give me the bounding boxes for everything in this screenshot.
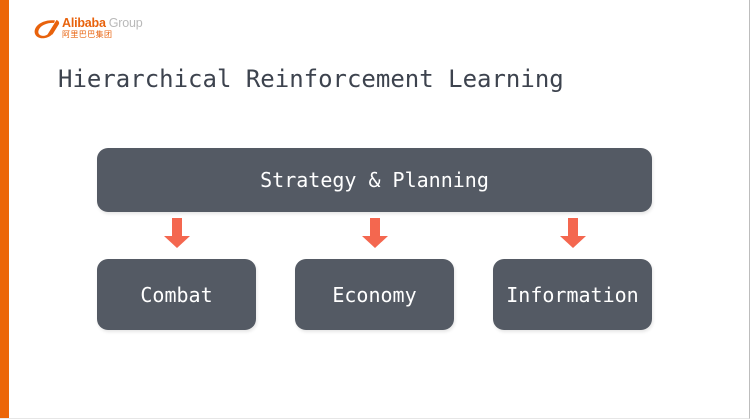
arrow-down-economy-icon [362,218,388,248]
node-strategy-planning: Strategy & Planning [97,148,652,212]
arrow-down-combat-icon [164,218,190,248]
logo-brand-text: Alibaba [62,16,106,30]
arrow-down-information-icon [560,218,586,248]
node-combat-label: Combat [140,282,213,307]
node-economy-label: Economy [332,282,417,307]
node-information-label: Information [506,282,639,307]
accent-bar-left [0,0,9,418]
node-combat: Combat [97,259,256,330]
logo-subtitle-text: 阿里巴巴集团 [62,29,113,39]
node-economy: Economy [295,259,454,330]
alibaba-logo-icon [34,20,60,39]
page-title: Hierarchical Reinforcement Learning [58,65,564,93]
node-strategy-planning-label: Strategy & Planning [260,168,489,192]
logo-suffix-text: Group [108,16,143,30]
node-information: Information [493,259,652,330]
